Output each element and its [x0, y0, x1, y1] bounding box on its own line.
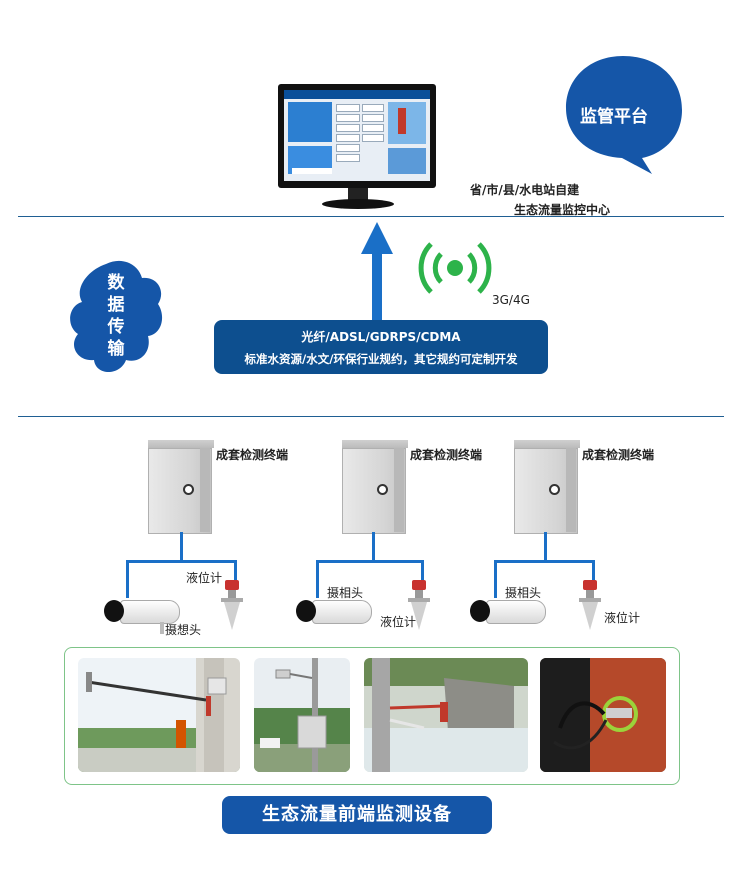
station3-terminal-label: 成套检测终端 — [582, 448, 655, 462]
station2-camera-label: 摄相头 — [327, 586, 364, 600]
level-meter-icon — [225, 580, 239, 590]
station2-level-label: 液位计 — [380, 615, 417, 629]
level-meter-icon — [583, 580, 597, 590]
divider-top — [18, 216, 724, 217]
cabinet-lock-icon — [549, 484, 560, 495]
camera-lens — [470, 600, 490, 622]
speech-bubble-icon — [566, 56, 682, 174]
platform-bubble-label: 监管平台 — [580, 107, 648, 127]
protocol-box: 光纤/ADSL/GDRPS/CDMA 标准水资源/水文/环保行业规约，其它规约可… — [214, 320, 548, 374]
monitor-base — [322, 199, 394, 209]
cloud-icon — [70, 260, 163, 372]
camera-icon — [486, 600, 546, 624]
cabinet-side — [394, 448, 404, 532]
divider-bottom — [18, 416, 724, 417]
camera-lens — [104, 600, 124, 622]
up-arrow-icon — [361, 222, 393, 322]
site-photo-1 — [78, 658, 240, 772]
cabinet-lock-icon — [377, 484, 388, 495]
site-photo-4 — [540, 658, 666, 772]
camera-mount — [160, 622, 164, 634]
platform-caption-line1: 省/市/县/水电站自建 — [470, 183, 580, 197]
platform-caption-line2: 生态流量监控中心 — [514, 203, 611, 217]
camera-lens — [296, 600, 316, 622]
protocol-line1: 光纤/ADSL/GDRPS/CDMA — [301, 330, 461, 344]
site-photo-2 — [254, 658, 350, 772]
cabinet-side — [200, 448, 210, 532]
station3-level-label: 液位计 — [604, 611, 641, 625]
station2-terminal-label: 成套检测终端 — [410, 448, 483, 462]
station3-camera-label: 摄相头 — [505, 586, 542, 600]
station1-level-label: 液位计 — [186, 571, 223, 585]
level-meter-icon — [412, 580, 426, 590]
cabinet-lock-icon — [183, 484, 194, 495]
site-photo-3 — [364, 658, 528, 772]
footer-title: 生态流量前端监测设备 — [222, 796, 492, 834]
transmission-bubble-label: 数 据 传 输 — [107, 273, 125, 359]
cabinet-roof — [342, 440, 408, 448]
cabinet-roof — [148, 440, 214, 448]
monitor-screen — [284, 90, 430, 181]
camera-icon — [312, 600, 372, 624]
monitor-stand — [348, 188, 368, 200]
wireless-signal-icon — [418, 242, 492, 294]
wireless-label: 3G/4G — [492, 293, 530, 307]
station1-camera-label: 摄想头 — [165, 623, 202, 637]
cabinet-side — [566, 448, 576, 532]
station1-terminal-label: 成套检测终端 — [216, 448, 289, 462]
cabinet-roof — [514, 440, 580, 448]
protocol-line2: 标准水资源/水文/环保行业规约，其它规约可定制开发 — [244, 352, 518, 366]
